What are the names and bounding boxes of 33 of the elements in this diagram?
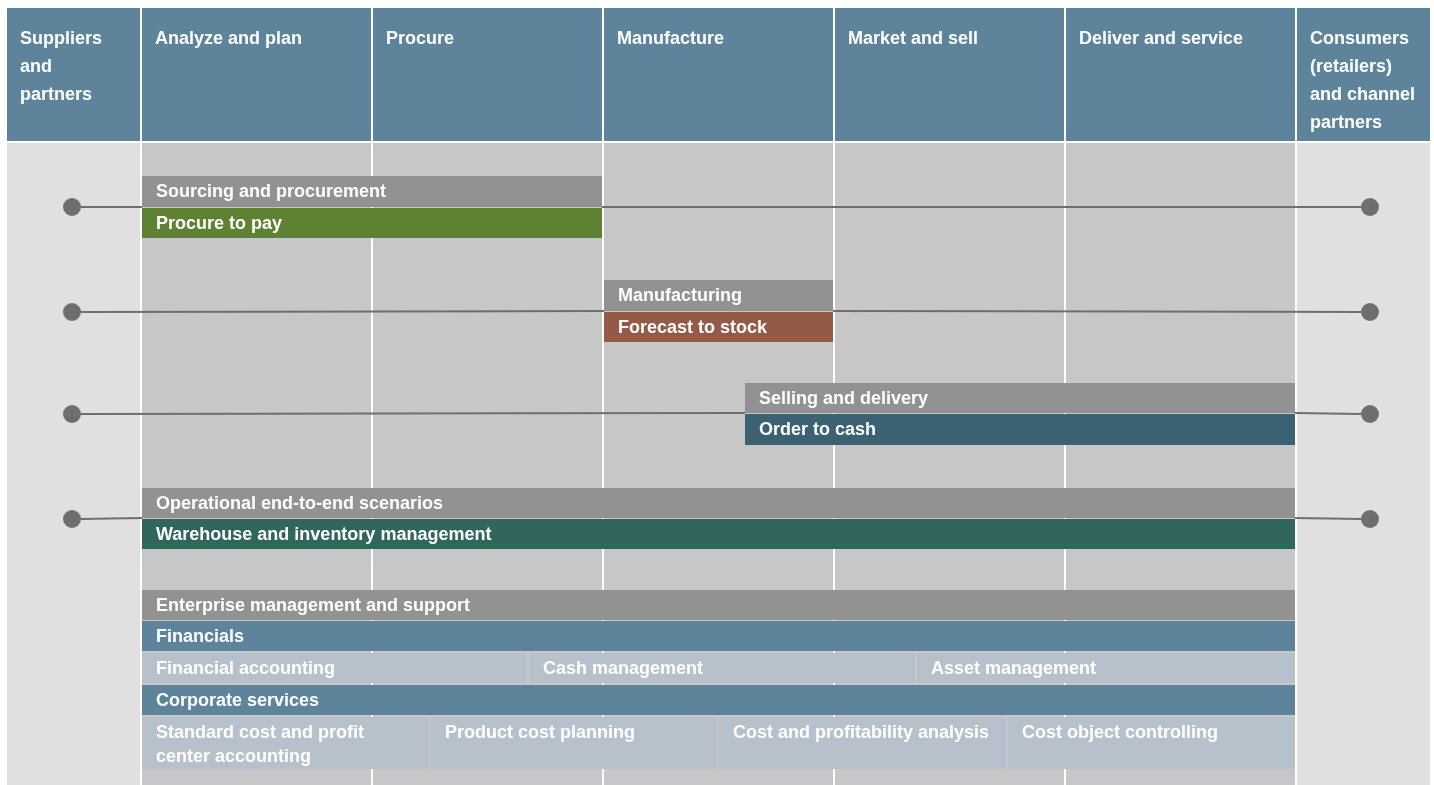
- process-bar: Cash management: [529, 653, 915, 683]
- process-bar: Sourcing and procurement: [142, 176, 602, 207]
- column-header: Deliver and service: [1066, 8, 1295, 141]
- process-bar: Operational end-to-end scenarios: [142, 488, 1295, 518]
- process-bar: Corporate services: [142, 685, 1295, 715]
- connector-line: [601, 206, 1362, 208]
- column-header: Consumers (retailers) and channel partners: [1297, 8, 1430, 141]
- connector-line: [80, 206, 143, 208]
- column-header: Procure: [373, 8, 602, 141]
- process-bar: Procure to pay: [142, 208, 602, 238]
- process-bar: Cost and profitability analysis: [719, 717, 1006, 769]
- column-header: Suppliers and partners: [7, 8, 140, 141]
- process-bar: Forecast to stock: [604, 312, 833, 342]
- process-bar: Manufacturing: [604, 280, 833, 311]
- process-bar: Order to cash: [745, 414, 1295, 445]
- process-bar: Selling and delivery: [745, 383, 1295, 413]
- process-bar: Warehouse and inventory management: [142, 519, 1295, 549]
- column-header: Market and sell: [835, 8, 1064, 141]
- column-header: Analyze and plan: [142, 8, 371, 141]
- connector-line: [80, 412, 746, 415]
- process-bar: Cost object controlling: [1008, 717, 1295, 769]
- process-bar: Product cost planning: [431, 717, 717, 769]
- process-bar: Financial accounting: [142, 653, 527, 683]
- connector-line: [1294, 517, 1362, 520]
- process-bar: Enterprise management and support: [142, 590, 1295, 620]
- connector-line: [80, 310, 605, 313]
- connector-line: [832, 310, 1362, 313]
- process-bar: Asset management: [917, 653, 1295, 683]
- connector-line: [1294, 412, 1362, 415]
- process-bar: Standard cost and profit center accounting: [142, 717, 429, 769]
- process-bar: Financials: [142, 621, 1295, 651]
- connector-line: [80, 517, 143, 520]
- column-header: Manufacture: [604, 8, 833, 141]
